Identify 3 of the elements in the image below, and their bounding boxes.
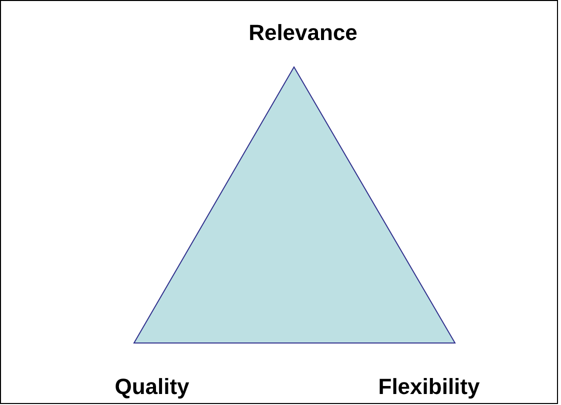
vertex-label: Relevance [248, 22, 358, 44]
vertex-label: Flexibility [378, 376, 480, 398]
vertex-label: Quality [114, 376, 190, 398]
